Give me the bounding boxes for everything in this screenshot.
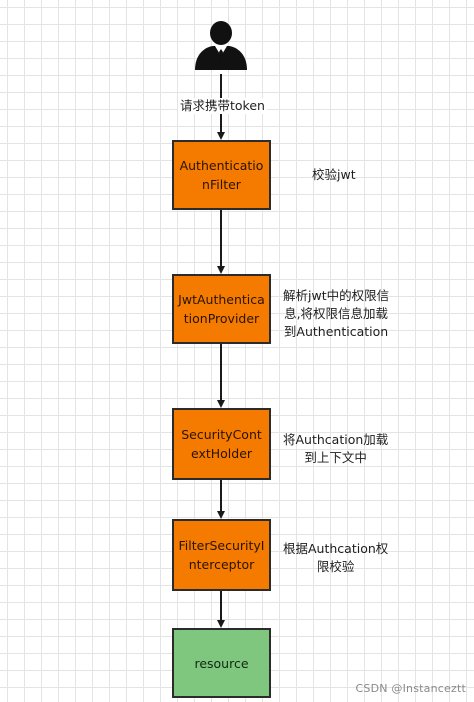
note-parse-jwt-permissions: 解析jwt中的权限信 息,将权限信息加载 到Authentication [283,288,390,339]
edge-label-request-token: 请求携带token [178,98,267,114]
watermark: CSDN @Instanceztt [355,682,466,695]
user-icon [193,20,249,74]
node-security-context-holder: SecurityContextHolder [172,408,271,480]
node-filter-security-interceptor: FilterSecurityInterceptor [172,519,271,591]
node-jwt-authentication-provider: JwtAuthenticationProvider [172,274,271,344]
note-verify-jwt: 校验jwt [312,167,356,182]
note-load-into-context: 将Authcation加载 到上下文中 [283,432,389,465]
node-authentication-filter: AuthenticationFilter [172,140,271,210]
node-resource: resource [172,628,271,698]
note-permission-check: 根据Authcation权 限校验 [283,541,389,574]
